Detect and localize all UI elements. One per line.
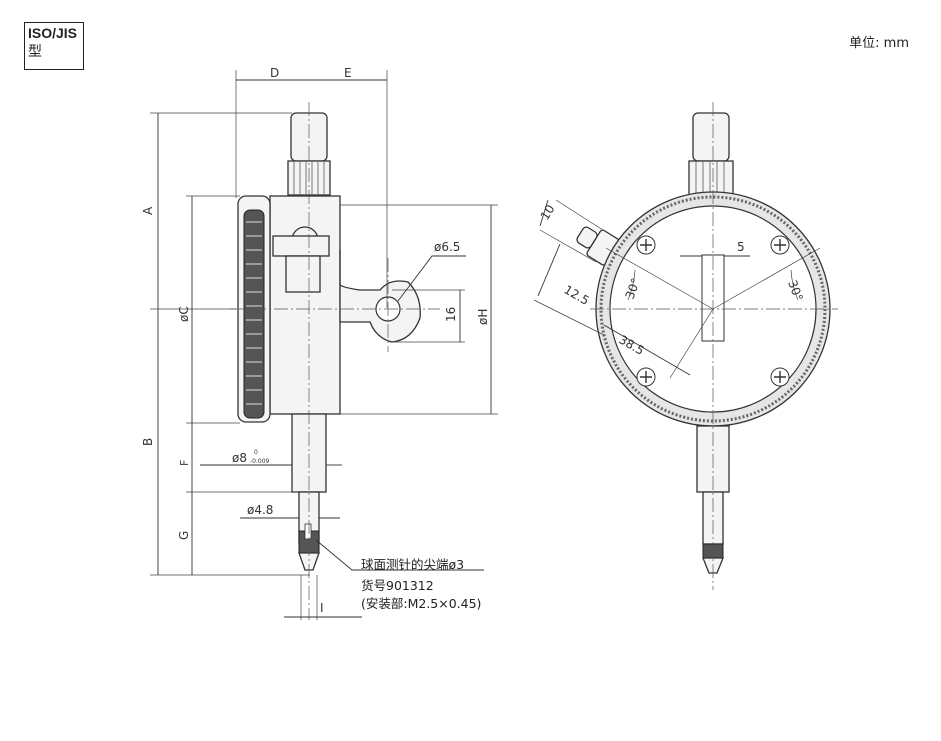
- dim-spindle-label: ø4.8: [247, 503, 273, 517]
- unit-label: 单位: mm: [849, 36, 909, 51]
- angle-right-label: 30°: [785, 278, 805, 303]
- dim-front-12-5-label: 12.5: [562, 282, 592, 307]
- side-lug: [339, 250, 421, 343]
- dim-front-5-label: 5: [737, 240, 745, 254]
- standard-label: ISO/JIS: [28, 25, 78, 41]
- dim-B-label: B: [141, 438, 155, 446]
- side-view: D E A B øC F G ø8 0 -0.009 ø4.8 øH: [141, 66, 498, 620]
- front-screws: [636, 235, 790, 387]
- front-cap: [692, 112, 730, 162]
- dim-stem-label: ø8: [232, 451, 247, 465]
- dim-F-label: F: [178, 460, 191, 466]
- front-knurl: [688, 160, 734, 196]
- dim-front-10-label: 10: [538, 202, 558, 222]
- tip-note-line1: 球面测针的尖端ø3: [361, 557, 465, 572]
- dim-E-label: E: [344, 66, 352, 80]
- front-view: 30° 30° 10 12.5 38.5 5: [533, 102, 838, 590]
- side-clamp: [272, 235, 330, 257]
- dim-G-label: G: [177, 531, 191, 540]
- dim-lug-hole-label: ø6.5: [434, 240, 460, 254]
- tip-note-line2: 货号901312: [361, 578, 434, 593]
- standard-badge: ISO/JIS 型: [24, 22, 84, 70]
- dim-stem-tol-lower: -0.009: [250, 458, 270, 465]
- dim-D-label: D: [270, 66, 279, 80]
- side-clamp-lower: [285, 255, 321, 293]
- dim-H-label: øH: [476, 309, 490, 325]
- dim-C-label: øC: [177, 306, 191, 322]
- standard-type-label: 型: [28, 43, 42, 59]
- side-bezel-knurl: [243, 209, 265, 419]
- dim-A-label: A: [141, 206, 155, 215]
- dim-I-label: I: [320, 601, 324, 615]
- angle-left-label: 30°: [623, 276, 643, 301]
- side-contact-tip: [298, 552, 320, 571]
- tip-note-line3: (安装部:M2.5×0.45): [361, 596, 482, 611]
- dim-stem-tol-upper: 0: [254, 449, 258, 456]
- dim-lug-height-label: 16: [444, 307, 458, 322]
